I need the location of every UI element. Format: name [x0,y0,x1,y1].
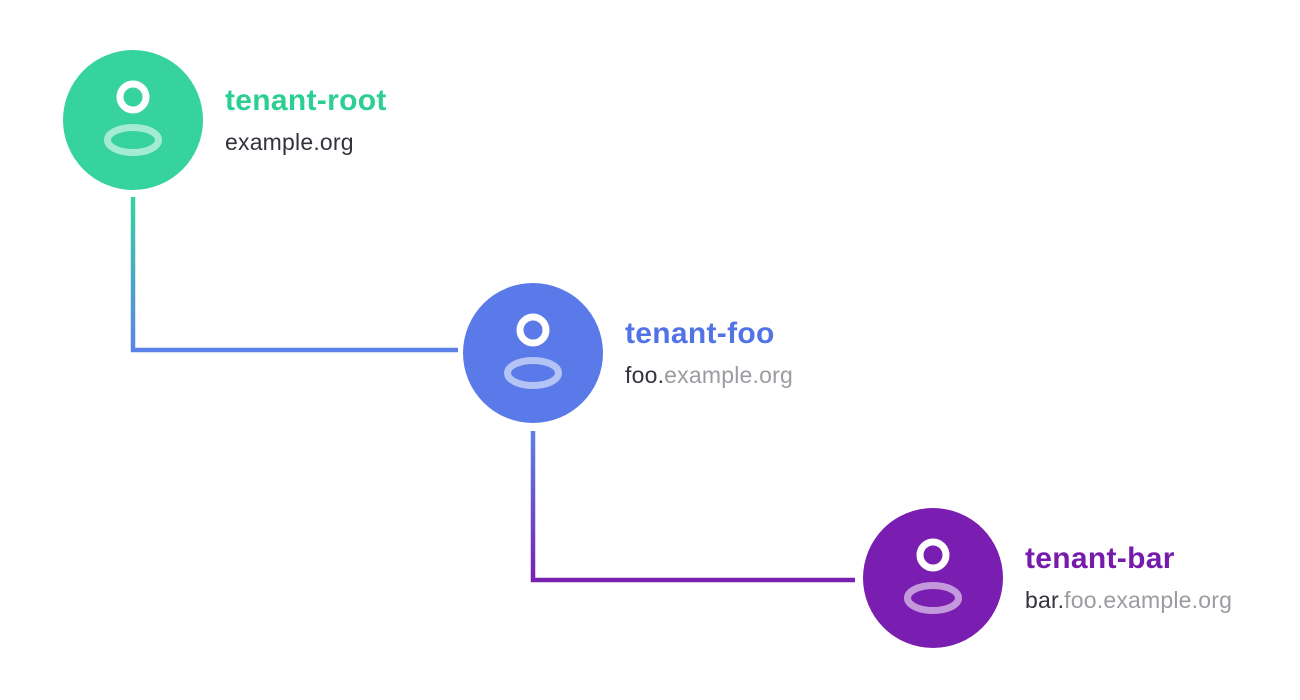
tenant-domain: foo.example.org [625,362,793,389]
tenant-name: tenant-bar [1025,541,1175,575]
node-labels: tenant-foo foo.example.org [625,318,793,389]
tenant-name: tenant-foo [625,316,775,350]
tenant-node-foo: tenant-foo foo.example.org [463,283,793,423]
user-icon [104,80,162,156]
domain-primary: bar. [1025,587,1065,614]
avatar [63,50,203,190]
tenant-node-bar: tenant-bar bar.foo.example.org [863,508,1232,648]
domain-primary: foo. [625,362,665,389]
user-icon [504,313,562,389]
tenant-name: tenant-root [225,83,387,117]
node-labels: tenant-root example.org [225,85,387,156]
avatar [863,508,1003,648]
tenant-node-root: tenant-root example.org [63,50,387,190]
connector-root-to-foo [130,197,458,353]
node-labels: tenant-bar bar.foo.example.org [1025,543,1232,614]
user-icon [904,538,962,614]
tenant-domain: bar.foo.example.org [1025,587,1233,614]
tenant-domain: example.org [225,129,387,156]
connector-foo-to-bar [530,431,855,583]
domain-secondary: foo.example.org [1064,587,1233,614]
domain-secondary: example.org [664,362,793,389]
avatar [463,283,603,423]
domain-primary: example.org [225,129,354,156]
